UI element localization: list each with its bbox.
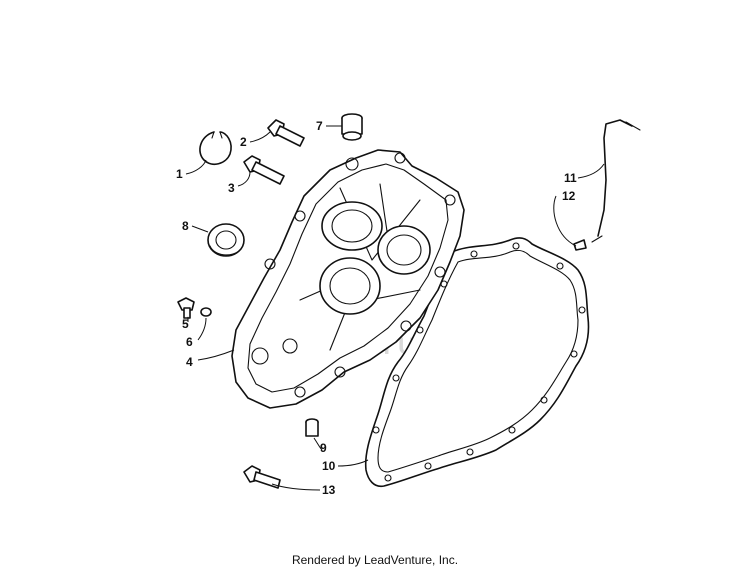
part-8-oil-seal xyxy=(207,223,245,257)
part-3-bolt xyxy=(243,155,285,185)
leader-9 xyxy=(313,437,323,451)
callout-12: 12 xyxy=(562,189,576,203)
part-4-case-cover xyxy=(231,149,465,409)
leader-8 xyxy=(191,225,209,233)
part-7-plug xyxy=(341,113,363,141)
part-2-bolt xyxy=(267,119,305,147)
callout-9: 9 xyxy=(320,441,327,455)
leader-12 xyxy=(553,195,577,247)
part-10-gasket xyxy=(364,237,590,488)
part-5-bolt xyxy=(177,297,195,319)
leader-2 xyxy=(249,131,271,143)
callout-6: 6 xyxy=(186,335,193,349)
part-1-snap-ring xyxy=(199,131,232,166)
leader-1 xyxy=(185,159,207,175)
callout-4: 4 xyxy=(186,355,193,369)
leader-11 xyxy=(577,163,605,179)
part-11-hose xyxy=(591,119,641,243)
leader-6 xyxy=(197,317,207,341)
callout-7: 7 xyxy=(316,119,323,133)
callout-11: 11 xyxy=(564,171,577,185)
part-12-clamp xyxy=(573,239,587,251)
callout-10: 10 xyxy=(322,459,336,473)
callout-2: 2 xyxy=(240,135,247,149)
callout-8: 8 xyxy=(182,219,189,233)
callout-13: 13 xyxy=(322,483,336,497)
callout-5: 5 xyxy=(182,317,189,331)
part-9-dowel xyxy=(305,418,319,437)
leader-3 xyxy=(237,171,251,187)
callout-3: 3 xyxy=(228,181,235,195)
leader-13 xyxy=(271,483,321,491)
leader-10 xyxy=(337,459,369,467)
footer-credit: Rendered by LeadVenture, Inc. xyxy=(291,553,459,567)
leader-4 xyxy=(197,349,235,361)
callout-1: 1 xyxy=(176,167,183,181)
part-6-washer xyxy=(200,307,212,317)
